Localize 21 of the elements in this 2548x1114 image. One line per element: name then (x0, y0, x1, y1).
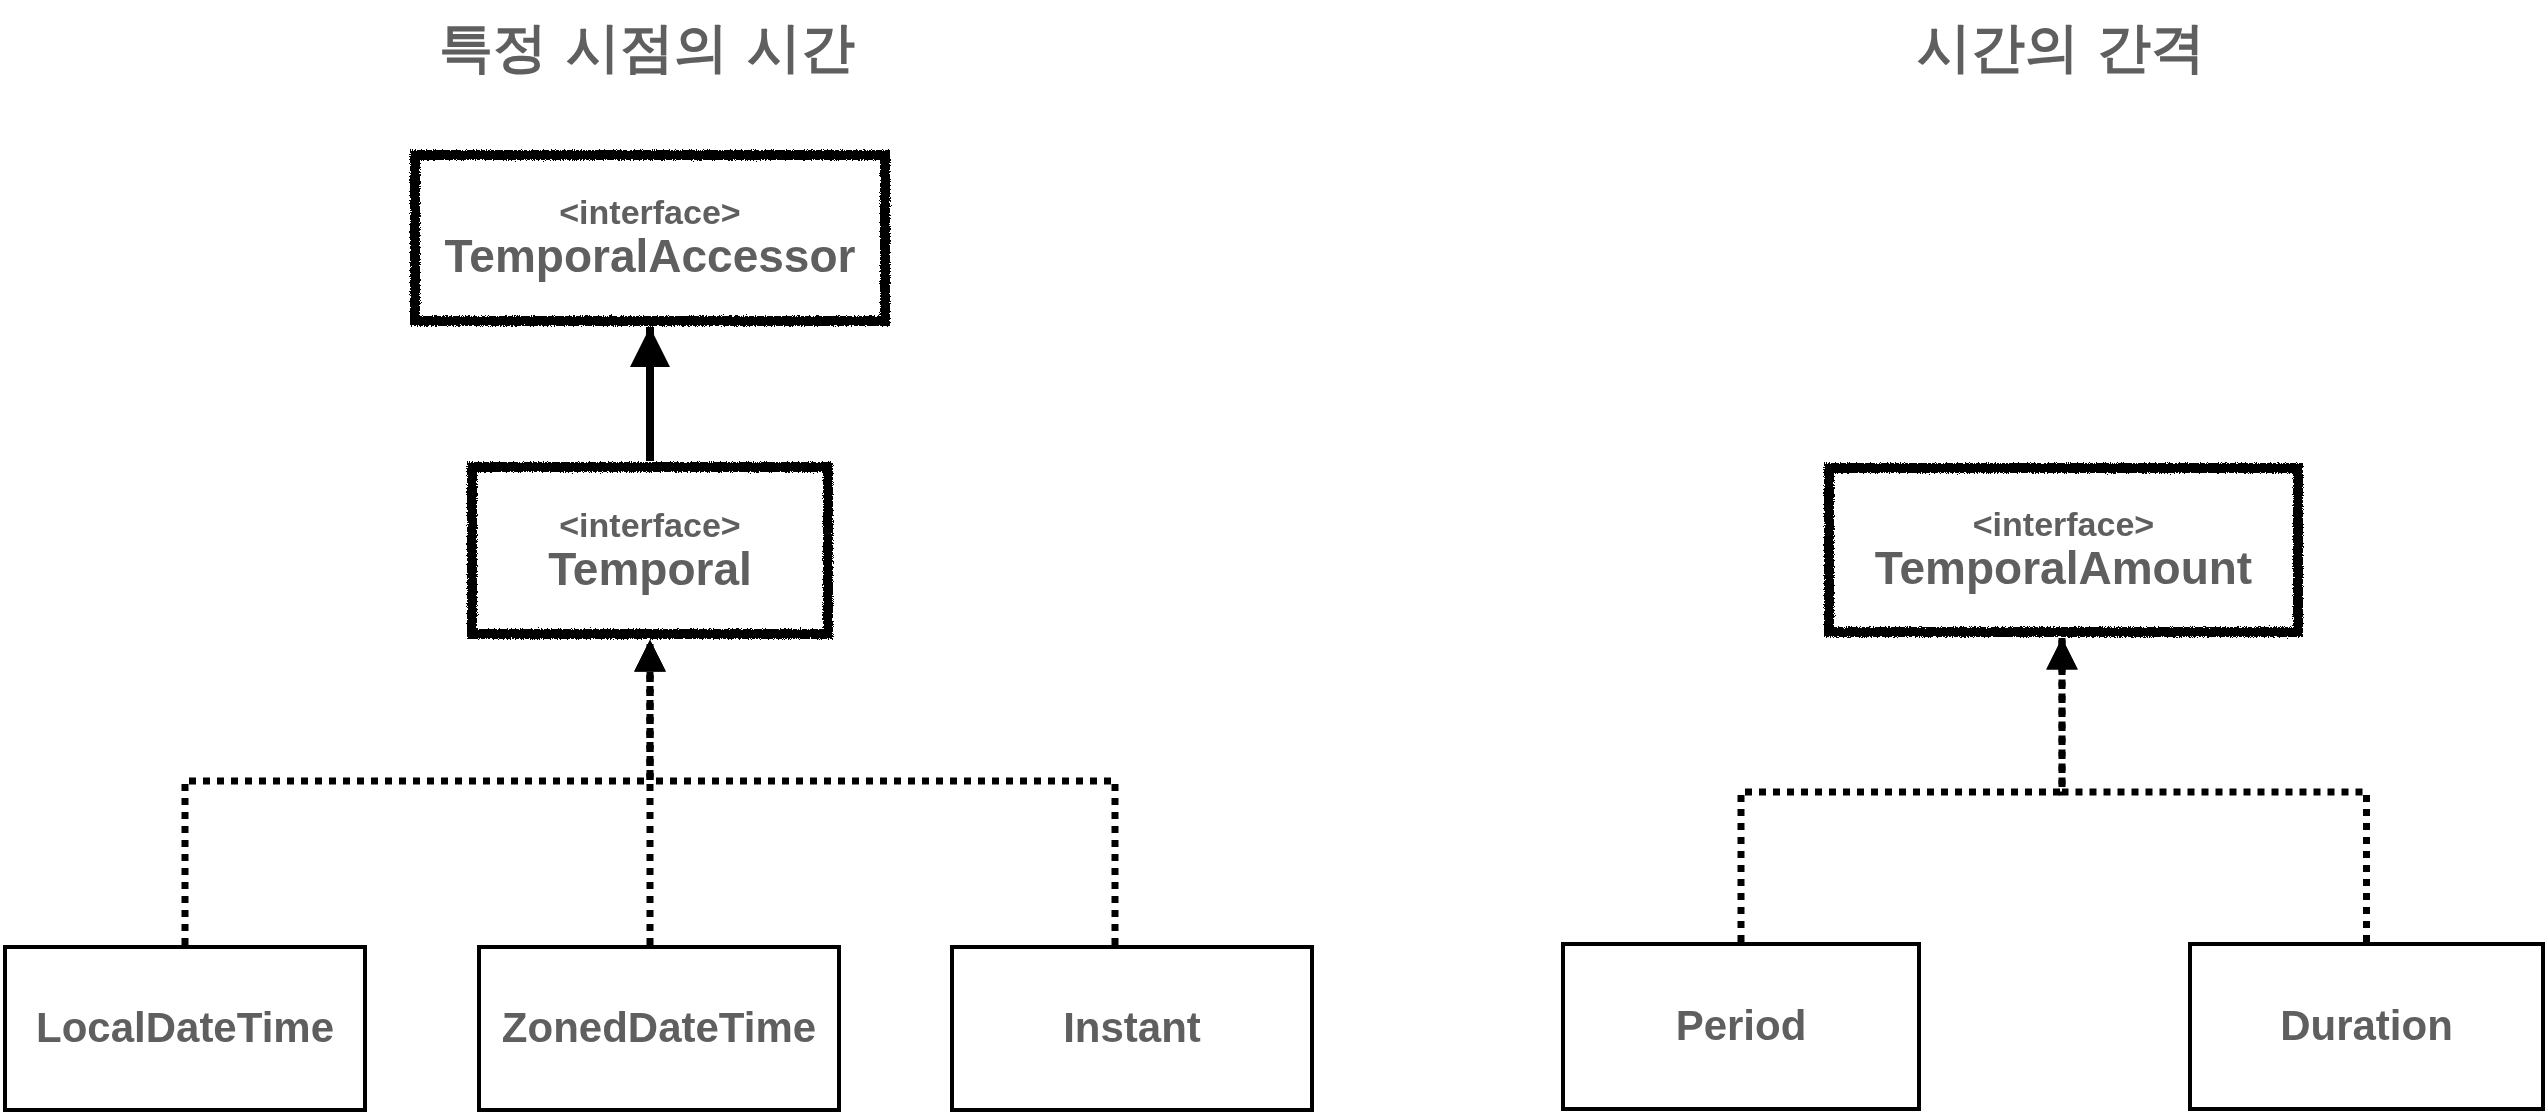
section-heading: 시간의 간격 (1916, 15, 2206, 81)
class-name: ZonedDateTime (501, 1005, 817, 1052)
class-box (950, 945, 1314, 1112)
class-box (1561, 942, 1921, 1111)
class-name: Instant (1063, 1005, 1201, 1052)
stereotype-label: <interface> (559, 506, 741, 544)
section-heading: 특정 시점의 시간 (439, 15, 855, 81)
class-name: TemporalAccessor (444, 231, 856, 282)
class-box (2188, 942, 2545, 1111)
class-name: TemporalAmount (1874, 543, 2253, 594)
interface-box (409, 149, 891, 327)
stereotype-label: <interface> (559, 194, 741, 232)
class-name: Period (1675, 1003, 1807, 1050)
class-box (477, 945, 841, 1112)
stereotype-label: <interface> (1972, 506, 2155, 544)
class-name: Temporal (548, 543, 752, 595)
class-name: Duration (2280, 1003, 2453, 1050)
interface-box (466, 461, 834, 640)
interface-box (1823, 462, 2304, 638)
class-name: LocalDateTime (36, 1005, 334, 1052)
class-box (3, 945, 367, 1112)
